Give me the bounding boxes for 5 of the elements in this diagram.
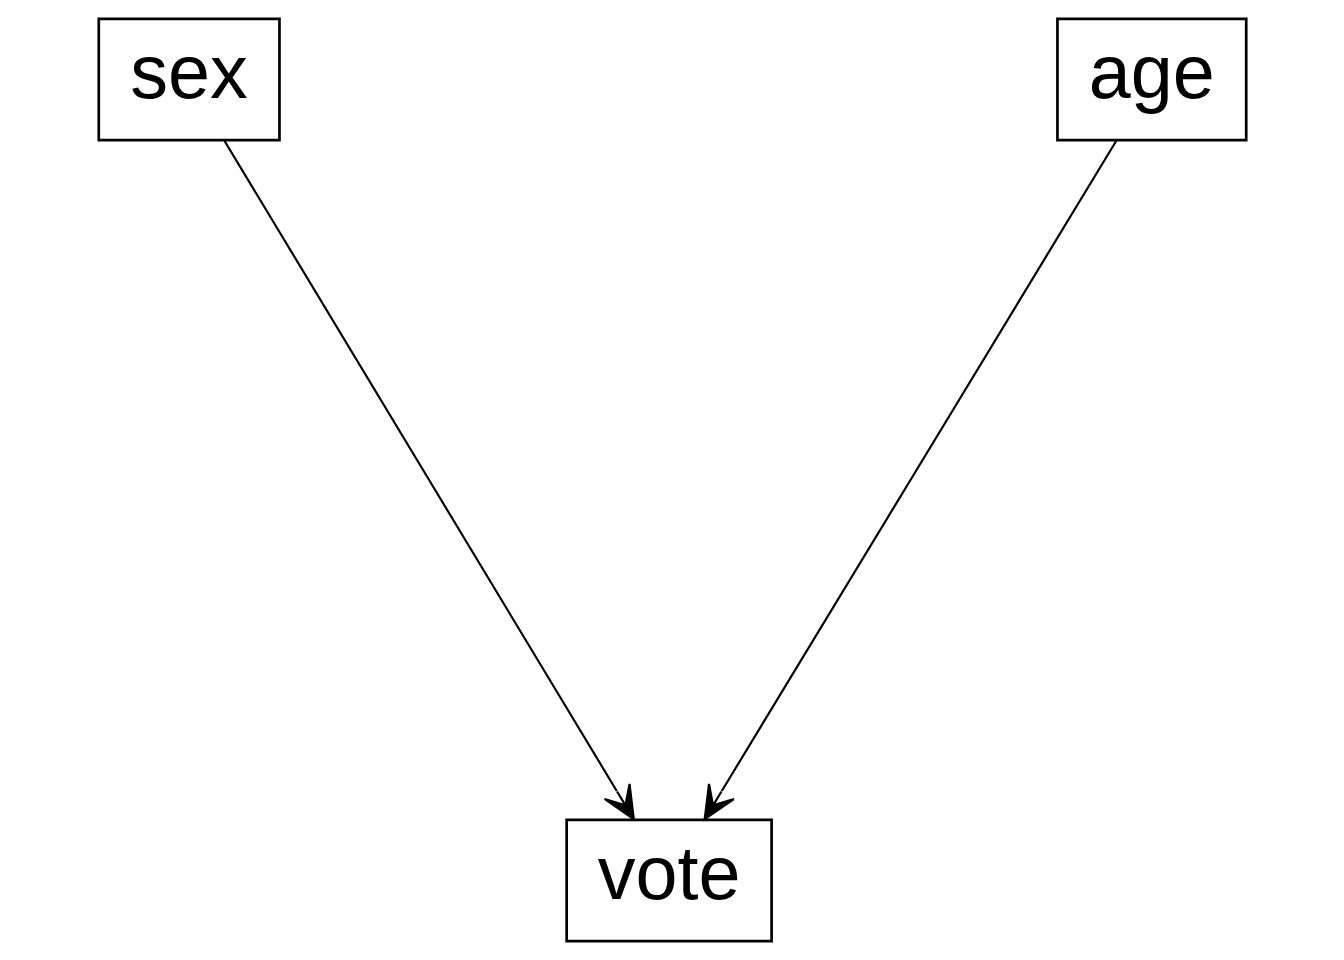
arrow xyxy=(223,140,635,821)
node-box: vote xyxy=(564,818,773,943)
arrow xyxy=(703,140,1117,821)
node-box: sex xyxy=(96,17,281,142)
node-box: age xyxy=(1055,17,1248,142)
